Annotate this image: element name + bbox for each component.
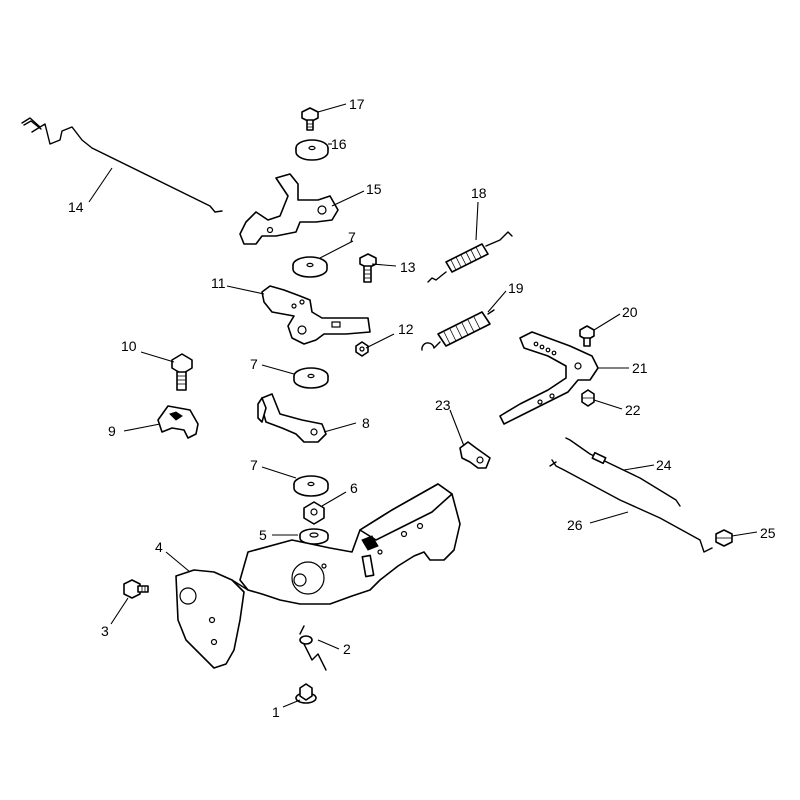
callout-26: 26 — [567, 517, 583, 533]
part-1-flange-nut — [295, 683, 317, 704]
part-21-control-bracket — [499, 331, 599, 425]
part-4-side-flange — [175, 569, 249, 669]
part-13-bolt — [359, 253, 377, 283]
callout-numbers: 1 2 3 4 5 6 7 8 9 10 7 11 12 13 7 14 15 … — [68, 96, 776, 720]
callout-7-lower: 7 — [250, 457, 258, 473]
part-5-washer — [299, 528, 329, 545]
callout-leaders — [88, 103, 758, 708]
callout-16: 16 — [331, 136, 347, 152]
callout-8: 8 — [362, 415, 370, 431]
part-10-bolt — [171, 353, 193, 391]
part-4-main-control-plate — [239, 483, 461, 605]
callout-3: 3 — [101, 623, 109, 639]
callout-15: 15 — [366, 181, 382, 197]
part-24-throttle-cable — [565, 437, 681, 507]
part-7-washer-middle — [293, 367, 329, 389]
callout-7-middle: 7 — [250, 356, 258, 372]
part-25-nut — [715, 529, 733, 547]
part-7-washer-top — [292, 256, 328, 278]
callout-13: 13 — [400, 259, 416, 275]
callout-22: 22 — [625, 402, 641, 418]
part-12-nut — [355, 341, 369, 357]
part-3-screw — [123, 579, 149, 599]
part-15-upper-bracket — [239, 173, 339, 245]
part-18-spring — [427, 231, 513, 283]
part-16-washer — [295, 139, 329, 161]
part-23-cable-clip — [459, 441, 491, 469]
callout-21: 21 — [632, 360, 648, 376]
callout-18: 18 — [471, 185, 487, 201]
part-2-spring-clip — [299, 625, 327, 671]
callout-24: 24 — [656, 457, 672, 473]
part-8-lever-plate — [257, 393, 327, 443]
callout-20: 20 — [622, 304, 638, 320]
part-11-lever — [261, 285, 371, 345]
part-14-governor-rod — [21, 117, 223, 213]
part-26-control-rod — [549, 459, 713, 553]
part-22-nut — [581, 389, 595, 407]
callout-19: 19 — [508, 280, 524, 296]
callout-7-top: 7 — [348, 229, 356, 245]
callout-4: 4 — [155, 539, 163, 555]
callout-5: 5 — [259, 527, 267, 543]
callout-6: 6 — [350, 480, 358, 496]
part-19-spring — [421, 309, 495, 351]
part-6-hex-nut — [303, 501, 325, 525]
part-9-cable-clamp — [157, 405, 199, 439]
callout-12: 12 — [398, 321, 414, 337]
part-7-washer-lower — [293, 475, 329, 497]
callout-17: 17 — [349, 96, 365, 112]
part-17-screw — [301, 107, 319, 131]
callout-25: 25 — [760, 525, 776, 541]
callout-14: 14 — [68, 199, 84, 215]
callout-11: 11 — [211, 275, 226, 291]
callout-9: 9 — [108, 423, 116, 439]
callout-2: 2 — [343, 641, 351, 657]
part-20-screw — [579, 325, 595, 347]
callout-1: 1 — [272, 704, 280, 720]
callout-10: 10 — [121, 338, 137, 354]
callout-23: 23 — [435, 397, 451, 413]
